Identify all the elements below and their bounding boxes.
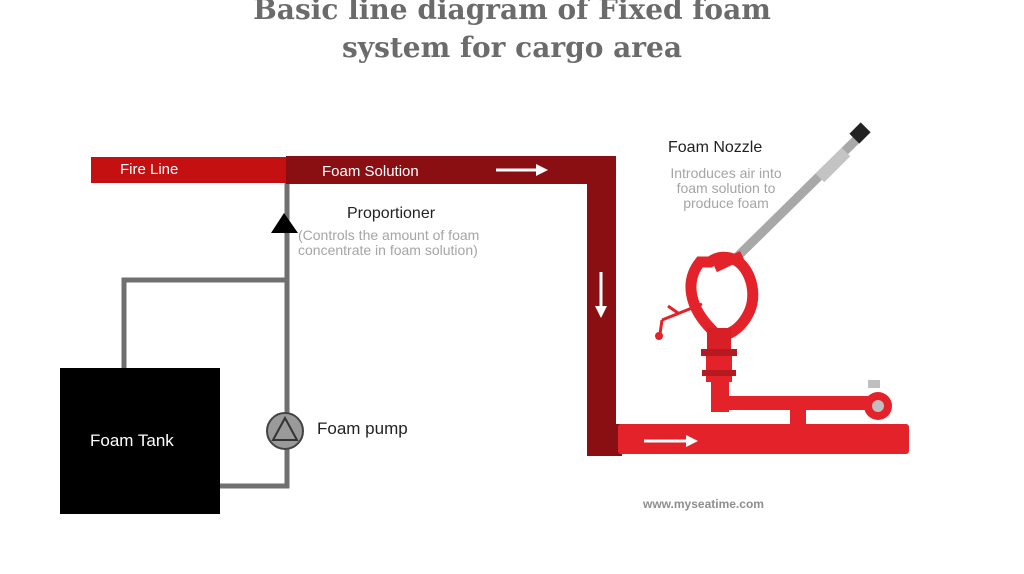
foam-nozzle-description: Introduces air into foam solution to pro… [650, 166, 802, 211]
fire-line-pipe [91, 157, 287, 183]
foam-nozzle-description-line: foam solution to [676, 180, 776, 196]
diagram-title-line-1: Basic line diagram of Fixed foam [253, 0, 771, 26]
proportioner-label: Proportioner [347, 205, 436, 222]
foam-nozzle-description-line: produce foam [683, 195, 769, 211]
concentrate-line [121, 180, 290, 489]
watermark: www.myseatime.com [643, 497, 764, 511]
foam-nozzle-icon [655, 122, 892, 426]
foam-nozzle-label: Foam Nozzle [668, 139, 763, 156]
foam-solution-label: Foam Solution [322, 163, 419, 180]
flow-arrow-right-icon [496, 164, 548, 176]
proportioner-arrow-icon [271, 213, 298, 233]
diagram-title-line-2: system for cargo area [342, 31, 682, 64]
foam-solution-bottom-pipe [587, 424, 622, 456]
flow-arrow-right-icon [644, 435, 698, 447]
foam-pump-icon [266, 412, 304, 450]
nozzle-feed-pipe [618, 424, 909, 454]
foam-nozzle-description-line: Introduces air into [670, 165, 782, 181]
foam-solution-pipe [286, 156, 616, 184]
proportioner-description-line: concentrate in foam solution) [298, 242, 478, 258]
foam-tank [60, 368, 220, 514]
proportioner-description: (Controls the amount of foam concentrate… [298, 228, 479, 258]
foam-pump-label: Foam pump [317, 419, 408, 438]
fire-line-label: Fire Line [120, 161, 179, 178]
flow-arrow-down-icon [595, 272, 607, 318]
foam-tank-label: Foam Tank [90, 431, 174, 450]
proportioner-description-line: (Controls the amount of foam [298, 227, 480, 243]
